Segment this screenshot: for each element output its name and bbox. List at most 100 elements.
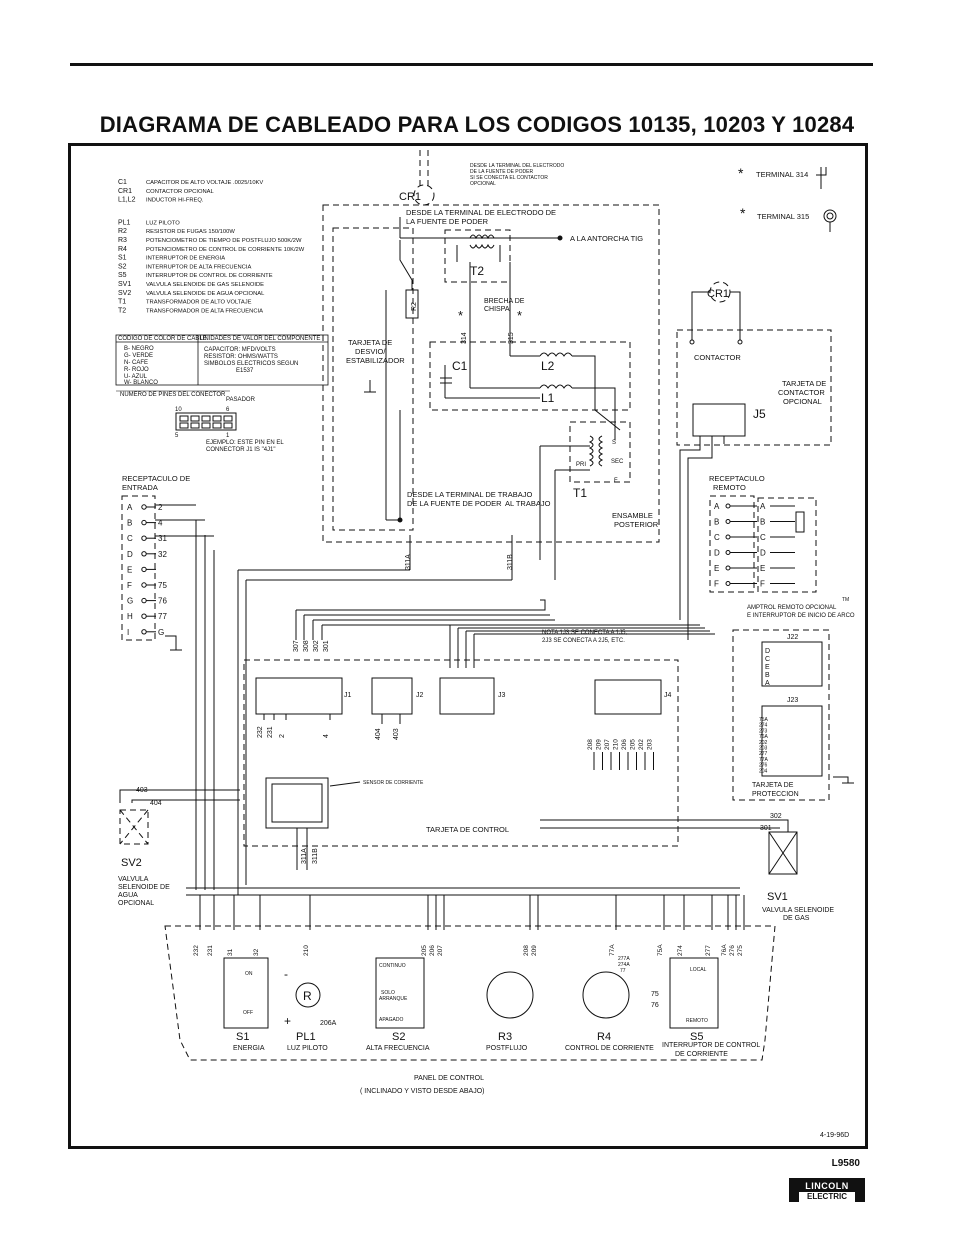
input-rec-title: ENTRADA xyxy=(122,483,158,492)
j4-bottom-wire: 202 xyxy=(638,739,645,750)
sv2-desc: AGUA xyxy=(118,892,138,899)
legend-desc: CAPACITOR DE ALTO VOLTAJE .0025/10KV xyxy=(146,180,263,186)
contactor-card: CONTACTOR xyxy=(778,388,825,397)
legend-desc: TRANSFORMADOR DE ALTO VOLTAJE xyxy=(146,300,252,306)
top-note: OPCIONAL xyxy=(470,181,496,187)
w314: 314 xyxy=(461,332,468,344)
j22-pin: E xyxy=(765,664,770,671)
top-note: DESDE LA TERMINAL DEL ELECTRODO xyxy=(470,163,564,169)
terminal-314: TERMINAL 314 xyxy=(756,170,808,179)
j23-wire: 76A xyxy=(759,734,769,740)
input-pin-wire-num: 4 xyxy=(158,519,163,528)
j4-bottom-wire: 203 xyxy=(647,739,654,750)
diagram-frame xyxy=(68,143,868,1149)
input-pin-wire-num: 77 xyxy=(158,612,167,621)
j1-top-wire: 302 xyxy=(313,640,320,652)
pin-box xyxy=(201,422,211,429)
remote-pin-letter-right: B xyxy=(760,518,765,527)
j4-bottom-wire: 210 xyxy=(613,739,620,750)
j23-wire: 203 xyxy=(759,746,768,752)
remote-pin-letter-right: C xyxy=(760,533,766,542)
panel-wire: 207 xyxy=(437,945,444,956)
unit-item: CAPACITOR: MFD/VOLTS xyxy=(204,347,276,353)
input-pin xyxy=(141,551,147,557)
j1-label: J1 xyxy=(344,692,352,699)
pin-pasador: PASADOR xyxy=(226,397,256,403)
control-note: 2J3 SE CONECTA A 2J5, ETC. xyxy=(542,638,625,644)
contactor-label: CONTACTOR xyxy=(694,353,741,362)
panel-wire: 277 xyxy=(705,945,712,956)
input-pin-wire-num: G xyxy=(158,628,164,637)
panel-wire: 210 xyxy=(303,945,310,956)
legend-code: S1 xyxy=(118,255,127,262)
panel-wire: 208 xyxy=(523,945,530,956)
l2-label: L2 xyxy=(541,359,555,373)
input-pin xyxy=(141,566,147,573)
j22-pin: B xyxy=(765,672,770,679)
j4-bottom-wire: 209 xyxy=(596,739,603,750)
sensor-wire: 311A xyxy=(301,848,308,864)
input-pin-letter: A xyxy=(127,503,133,512)
control-panel: ON OFF S1 ENERGIA R - + 206A PL1 LUZ PIL… xyxy=(164,887,776,1095)
terminal-315: TERMINAL 315 xyxy=(757,212,809,221)
legend-code: T1 xyxy=(118,299,126,306)
remote-pin-letter-right: A xyxy=(760,502,766,511)
input-pin-letter: E xyxy=(127,565,132,574)
svg-text:*: * xyxy=(458,308,463,323)
legend-desc: POTENCIOMETRO DE CONTROL DE CORRIENTE 10… xyxy=(146,247,305,253)
remote-pin-letter-right: D xyxy=(760,549,766,558)
j23-wire: 277 xyxy=(759,751,768,757)
panel-wire: 205 xyxy=(421,945,428,956)
legend-code: R4 xyxy=(118,246,127,253)
legend-desc: POTENCIOMETRO DE TIEMPO DE POSTFLUJO 500… xyxy=(146,238,302,244)
panel-wire: 76A xyxy=(721,944,728,956)
rear-assembly: POSTERIOR xyxy=(614,520,659,529)
sv2-desc: OPCIONAL xyxy=(118,900,154,907)
input-pin xyxy=(141,629,147,635)
pin-box xyxy=(179,415,189,422)
sv1-302: 302 xyxy=(770,813,782,820)
date-code: 4-19-96D xyxy=(820,1132,849,1139)
sv2-desc: VALVULA xyxy=(118,876,149,883)
pri-label: PRI xyxy=(576,462,586,468)
header-rule xyxy=(70,63,873,66)
input-pin-letter: I xyxy=(127,628,129,637)
remote-pin-letter: C xyxy=(714,533,720,542)
sv2-valve: 403 404 SV2 VALVULA SELENOIDE DE AGUA OP… xyxy=(118,787,240,907)
j23-wire: 75A xyxy=(759,717,769,723)
remote-pin xyxy=(725,534,731,540)
j4-label: J4 xyxy=(664,692,672,699)
work-from: DESDE LA TERMINAL DE TRABAJO xyxy=(407,490,532,499)
legend-code: L1,L2 xyxy=(118,197,136,204)
control-note: NOTA 1J3 SE CONECTA A 1J5, xyxy=(542,630,627,636)
s5-75: 75 xyxy=(651,991,659,998)
s1-name: S1 xyxy=(236,1031,249,1043)
input-pin-wire-num: 76 xyxy=(158,597,167,606)
sv2-desc: SELENOIDE DE xyxy=(118,884,170,891)
terminals: * TERMINAL 314 * TERMINAL 315 xyxy=(738,165,837,232)
remote-rec-title: REMOTO xyxy=(713,483,746,492)
s5-remote: REMOTO xyxy=(686,1018,708,1024)
s5-desc: DE CORRIENTE xyxy=(675,1051,728,1058)
legend-desc: TRANSFORMADOR DE ALTA FRECUENCIA xyxy=(146,308,263,314)
pin-header: NUMERO DE PINES DEL CONECTOR xyxy=(120,392,226,398)
sv1-desc: DE GAS xyxy=(783,915,810,922)
desvio-label: TARJETA DE xyxy=(348,338,392,347)
sv1-valve: 302 301 SV1 VALVULA SELENOIDE DE GAS xyxy=(540,813,834,922)
pin-box xyxy=(190,415,200,422)
pin-box xyxy=(179,422,189,429)
t1-label: T1 xyxy=(573,486,587,500)
color-item: R- ROJO xyxy=(124,367,149,373)
panel-wire: 274 xyxy=(677,945,684,956)
panel-wire: 31 xyxy=(227,948,234,956)
sec-label: SEC xyxy=(611,459,624,465)
remote-pin-letter-right: E xyxy=(760,564,765,573)
control-card-label: TARJETA DE CONTROL xyxy=(426,825,509,834)
top-note: SI SE CONECTA EL CONTACTOR xyxy=(470,175,548,181)
input-pin xyxy=(141,535,147,541)
input-pin-letter: B xyxy=(127,519,132,528)
r2-label: R2 xyxy=(411,302,418,311)
input-pin xyxy=(141,504,147,510)
